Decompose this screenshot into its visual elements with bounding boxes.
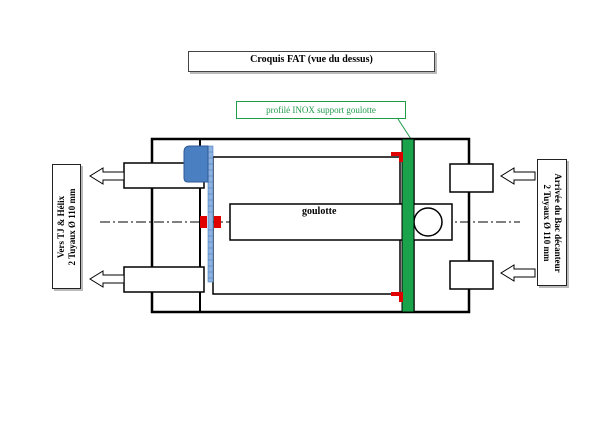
inox-support-profile [401,138,415,313]
right-pipe-bottom [449,260,494,290]
blue-rack [207,145,214,283]
goulotte-outlet [413,207,443,237]
title-box: Croquis FAT (vue du dessus) [188,51,435,72]
diagram-title: Croquis FAT (vue du dessus) [250,54,373,65]
blue-motor [183,145,209,183]
callout-leader [397,118,412,140]
outlet-label-text: Vers TJ & Hélix 2 Tuyaux Ø 110 mm [56,157,78,297]
inlet-label-box: Arrivée du Bac décanteur 2 Tuyaux Ø 110 … [537,159,567,286]
inlet-label-text: Arrivée du Bac décanteur 2 Tuyaux Ø 110 … [541,153,563,293]
blue-rack-teeth [208,151,213,279]
inlet-label-line2: 2 Tuyaux Ø 110 mm [542,183,552,262]
red-block-right [214,216,221,228]
left-pipe-bottom [123,266,205,293]
red-block-left [200,216,207,228]
right-arrow-bottom [500,264,536,282]
right-pipe-top [449,163,494,193]
red-bracket-bottom [391,292,403,302]
red-bracket-top [391,152,403,162]
goulotte-label: goulotte [302,206,337,217]
outlet-label-line2: 2 Tuyaux Ø 110 mm [66,187,77,266]
inox-callout: profilé INOX support goulotte [236,101,406,119]
outlet-label-box: Vers TJ & Hélix 2 Tuyaux Ø 110 mm [52,164,81,289]
inlet-label-line1: Arrivée du Bac décanteur [553,172,563,273]
right-arrow-top [500,167,536,185]
tank-outline [150,137,471,314]
outlet-label-line1: Vers TJ & Hélix [55,195,66,258]
left-arrow-top [89,167,125,185]
left-arrow-bottom [89,270,125,288]
